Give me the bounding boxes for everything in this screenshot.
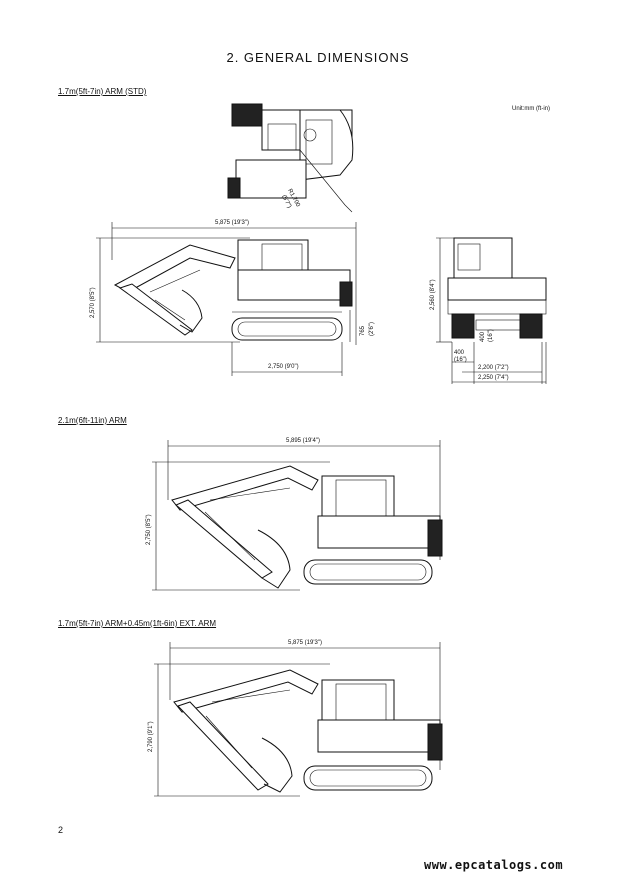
height-label-ext: 2,790 (9'1")	[148, 721, 154, 752]
track-length-label: 2,750 (9'0")	[268, 364, 299, 370]
excavator-front-view	[447, 237, 547, 339]
height-label-2-1m: 2,750 (8'5")	[146, 514, 152, 545]
cab-height-label: 2,560 (8'4")	[430, 279, 436, 310]
overall-length-label-ext: 5,875 (19'3")	[288, 640, 322, 646]
dimension-line-cab-height	[436, 237, 454, 343]
shoe-width-ft-label: (16")	[454, 357, 467, 363]
excavator-side-view-2-1m	[171, 465, 443, 589]
units-note: Unit:mm (ft-in)	[512, 106, 550, 112]
dimension-line-height-ext	[154, 663, 330, 797]
track-gauge-label: 2,200 (7'2")	[478, 365, 509, 371]
section-label-2-1m-arm: 2.1m(6ft-11in) ARM	[58, 416, 127, 425]
section-label-std-arm: 1.7m(5ft-7in) ARM (STD)	[58, 87, 147, 96]
page-title: 2. GENERAL DIMENSIONS	[226, 50, 410, 65]
shoe-height-ft-label: (16")	[488, 329, 494, 342]
excavator-side-view-std	[113, 239, 353, 341]
shoe-width-label: 400	[454, 350, 465, 356]
dimension-lines-front-width	[451, 342, 547, 384]
tail-radius-ft-label: (5'7")	[280, 194, 292, 209]
dimension-line-overall-length-std	[111, 222, 357, 345]
dimension-line-track-length	[231, 342, 343, 376]
dimension-line-height-2-1m	[152, 461, 330, 591]
height-label-std: 2,570 (8'5")	[90, 287, 96, 318]
overall-width-label: 2,250 (7'4")	[478, 375, 509, 381]
overall-length-label-2-1m: 5,895 (19'4")	[286, 438, 320, 444]
dimension-line-height-std	[96, 237, 250, 343]
ground-clearance-ft-label: (2'6")	[369, 322, 375, 336]
overall-length-label-std: 5,875 (19'3")	[215, 220, 249, 226]
footer-watermark: www.epcatalogs.com	[424, 858, 564, 872]
excavator-top-view	[227, 103, 354, 213]
shoe-height-label: 400	[480, 331, 486, 342]
ground-clearance-label: 765	[360, 325, 366, 336]
page-number: 2	[58, 825, 64, 835]
section-label-ext-arm: 1.7m(5ft-7in) ARM+0.45m(1ft-6in) EXT. AR…	[58, 619, 217, 628]
excavator-side-view-ext	[173, 669, 443, 793]
